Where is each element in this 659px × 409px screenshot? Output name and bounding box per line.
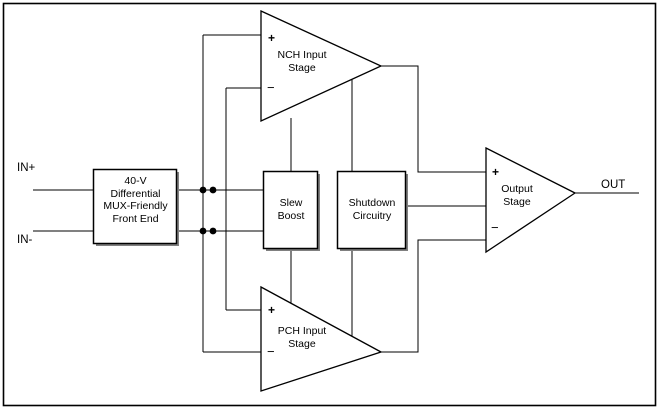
in-plus-label: IN+ bbox=[17, 162, 36, 174]
shutdown-line-2: Circuitry bbox=[352, 209, 392, 222]
front-end-line-3: MUX-Friendly bbox=[103, 200, 168, 213]
slew-boost-block-rect bbox=[262, 170, 319, 250]
junction-dot-layer bbox=[199, 186, 217, 235]
nch-input-stage-triangle bbox=[260, 9, 383, 123]
in-minus-label: IN- bbox=[17, 234, 33, 246]
output-stage-triangle bbox=[485, 146, 577, 254]
pch-plus-sign: + bbox=[268, 303, 276, 317]
slew-boost-line-1: Slew bbox=[279, 197, 303, 209]
output-line-2: Stage bbox=[503, 195, 531, 208]
pch-line-2: Stage bbox=[288, 337, 316, 350]
shutdown-label: Shutdown Circuitry bbox=[338, 197, 406, 222]
nch-input-stage-label: NCH Input Stage bbox=[259, 49, 345, 74]
output-line-1: Output bbox=[501, 183, 533, 195]
wire-pch-to-output-minus bbox=[381, 239, 486, 353]
nch-line-1: NCH Input bbox=[277, 49, 327, 61]
output-plus-sign: + bbox=[492, 165, 500, 179]
pch-line-1: PCH Input bbox=[277, 325, 327, 337]
pch-input-stage-triangle bbox=[260, 285, 383, 392]
shutdown-block-rect bbox=[336, 170, 407, 250]
front-end-block-rect bbox=[92, 168, 178, 245]
output-stage-label: Output Stage bbox=[486, 183, 548, 208]
junction-dot-in-minus-b bbox=[209, 227, 217, 235]
pch-minus-sign: − bbox=[267, 344, 275, 359]
front-end-line-1: 40-V bbox=[124, 175, 147, 187]
junction-dot-in-plus-b bbox=[209, 186, 217, 194]
front-end-line-2: Differential bbox=[110, 187, 161, 200]
shutdown-line-1: Shutdown bbox=[348, 197, 396, 209]
junction-dot-in-minus-a bbox=[199, 227, 207, 235]
wire-layer bbox=[33, 34, 639, 353]
nch-plus-sign: + bbox=[268, 31, 276, 45]
front-end-label: 40-V Differential MUX-Friendly Front End bbox=[94, 175, 177, 225]
front-end-line-4: Front End bbox=[112, 212, 159, 225]
pch-input-stage-label: PCH Input Stage bbox=[259, 325, 345, 350]
output-minus-sign: − bbox=[491, 220, 499, 235]
nch-line-2: Stage bbox=[288, 61, 316, 74]
out-label: OUT bbox=[601, 179, 626, 191]
slew-boost-label: Slew Boost bbox=[264, 197, 318, 222]
wire-nch-to-output-plus bbox=[381, 65, 486, 173]
junction-dot-in-plus-a bbox=[199, 186, 207, 194]
slew-boost-line-2: Boost bbox=[277, 209, 305, 222]
nch-minus-sign: − bbox=[267, 80, 275, 95]
